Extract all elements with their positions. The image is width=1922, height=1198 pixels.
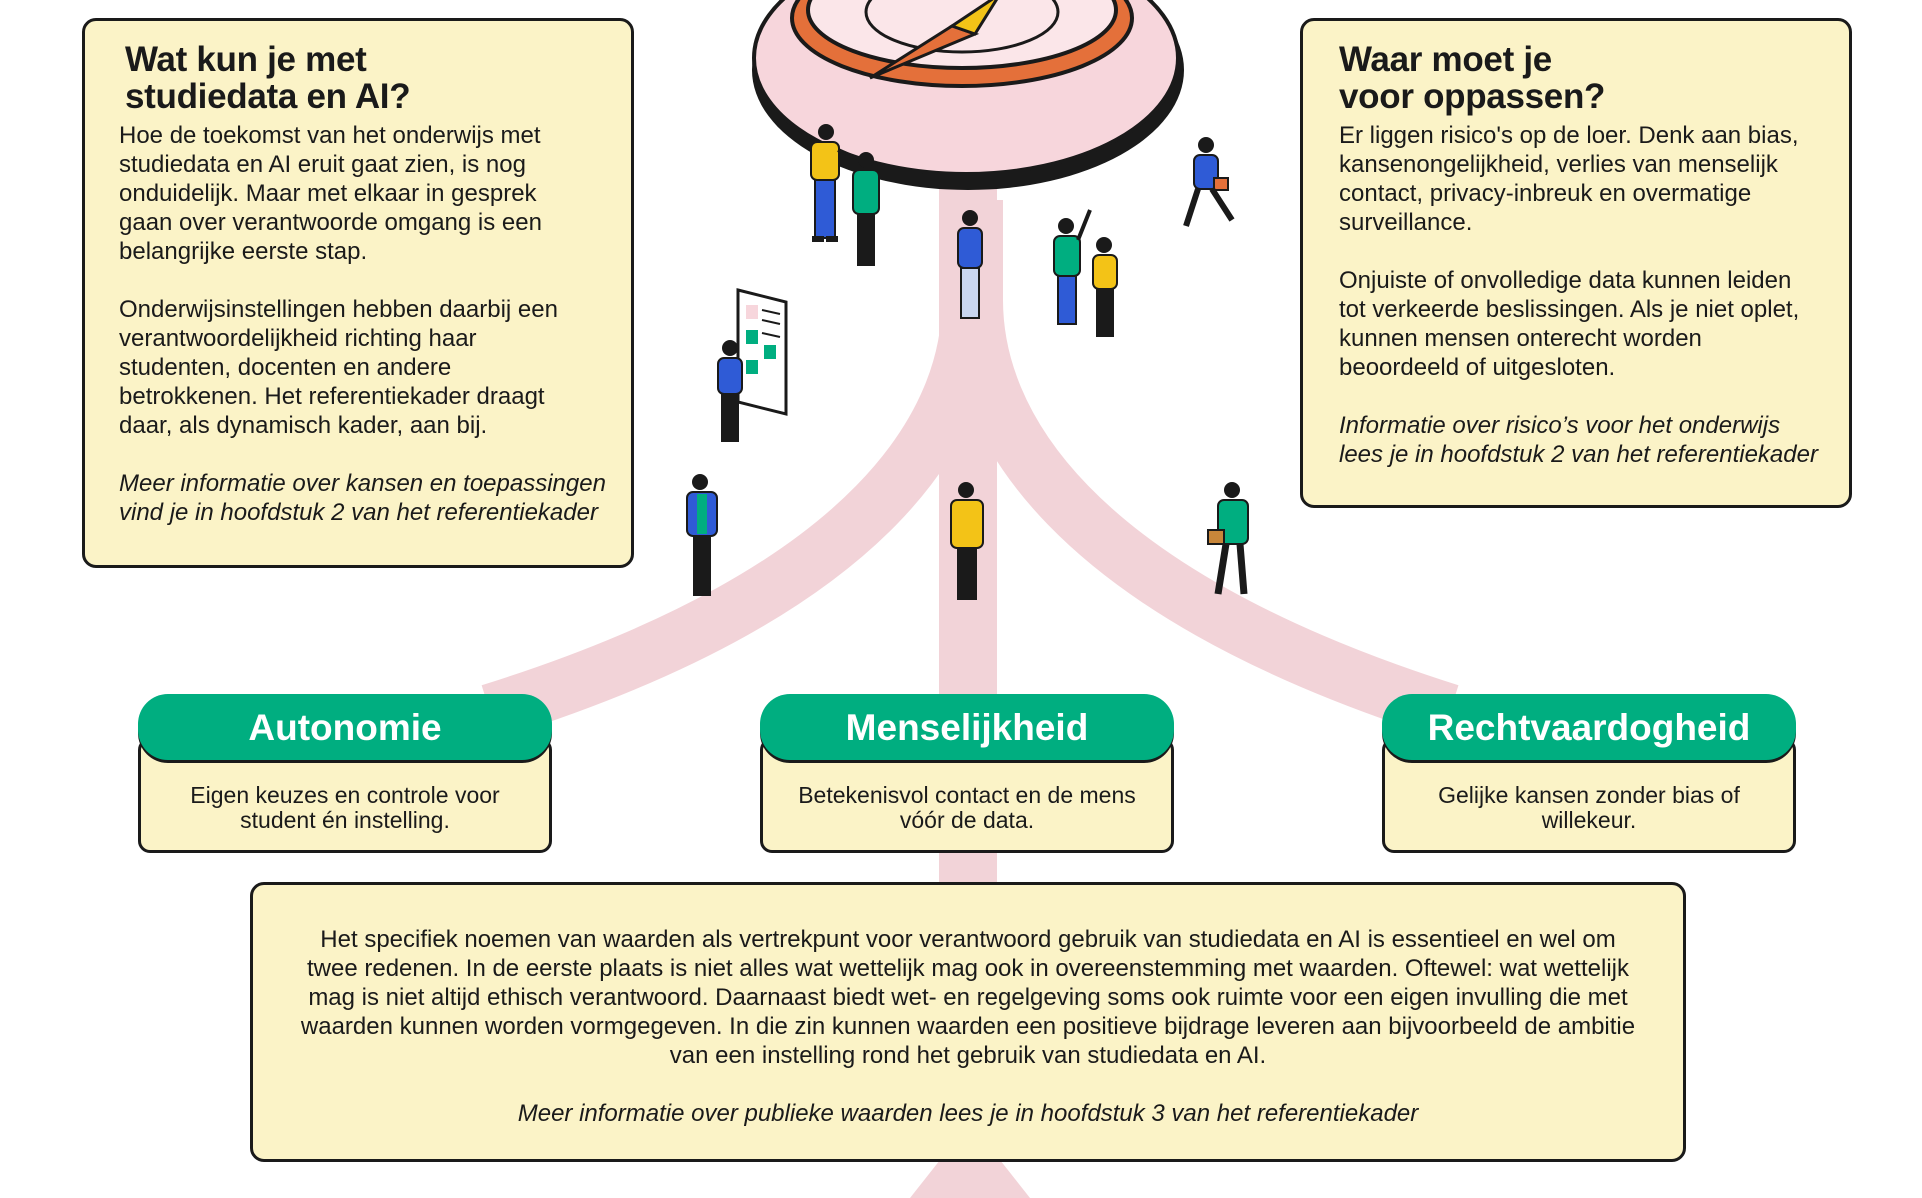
risks-card: Waar moet je voor oppassen? Er liggen ri… — [1300, 18, 1852, 508]
text-line: verantwoordelijkheid richting haar — [119, 325, 477, 352]
card-note: Informatie over risico’s voor het onderw… — [1339, 411, 1849, 469]
card-paragraph: Het specifiek noemen van waarden als ver… — [273, 925, 1663, 1070]
person-icon — [1207, 482, 1249, 595]
text-line: belangrijke eerste stap. — [119, 238, 368, 265]
values-explanation-card: Het specifiek noemen van waarden als ver… — [250, 882, 1686, 1162]
text-line: daar, als dynamisch kader, aan bij. — [119, 412, 488, 439]
text-line: studenten, docenten en andere — [119, 354, 452, 381]
card-note: Meer informatie over kansen en toepassin… — [119, 469, 631, 527]
text-line: Meer informatie over kansen en toepassin… — [119, 470, 606, 497]
text-line: van een instelling rond het gebruik van … — [669, 1042, 1267, 1069]
text-line: studiedata en AI eruit gaat zien, is nog — [119, 151, 526, 178]
person-icon — [1053, 209, 1092, 325]
text-line: Onderwijsinstellingen hebben daarbij een — [119, 296, 558, 323]
text-line: willekeur. — [1541, 807, 1637, 833]
person-icon — [1183, 137, 1235, 227]
value-title: Rechtvaardogheid — [1382, 694, 1796, 760]
text-line: lees je in hoofdstuk 2 van het referenti… — [1339, 441, 1818, 468]
text-line: contact, privacy-inbreuk en overmatige — [1339, 180, 1752, 207]
card-paragraph: Hoe de toekomst van het onderwijs met st… — [119, 121, 631, 266]
title-line: voor oppassen? — [1339, 77, 1606, 116]
text-line: Hoe de toekomst van het onderwijs met — [119, 122, 541, 149]
title-line: Waar moet je — [1339, 40, 1552, 79]
text-line: tot verkeerde beslissingen. Als je niet … — [1339, 296, 1800, 323]
value-title: Autonomie — [138, 694, 552, 760]
card-paragraph: Onjuiste of onvolledige data kunnen leid… — [1339, 266, 1849, 382]
text-line: kunnen mensen onterecht worden — [1339, 325, 1702, 352]
card-title: Wat kun je met studiedata en AI? — [125, 41, 631, 115]
compass — [752, 0, 1184, 190]
person-icon — [852, 152, 880, 266]
person-icon — [717, 340, 743, 442]
text-line: betrokkenen. Het referentiekader draagt — [119, 383, 545, 410]
value-card-menselijkheid: Betekenisvol contact en de mens vóór de … — [760, 694, 1174, 853]
card-note: Meer informatie over publieke waarden le… — [517, 1100, 1419, 1127]
opportunities-card: Wat kun je met studiedata en AI? Hoe de … — [82, 18, 634, 568]
path-bottom-foot — [910, 1160, 1030, 1198]
card-paragraph: Er liggen risico's op de loer. Denk aan … — [1339, 121, 1849, 237]
text-line: gaan over verantwoorde omgang is een — [119, 209, 542, 236]
text-line: waarden kunnen worden vormgegeven. In di… — [300, 1013, 1636, 1040]
text-line: vind je in hoofdstuk 2 van het referenti… — [119, 499, 598, 526]
person-icon — [957, 210, 983, 319]
text-line: Onjuiste of onvolledige data kunnen leid… — [1339, 267, 1792, 294]
title-line: Wat kun je met — [125, 40, 367, 79]
value-card-autonomie: Eigen keuzes en controle voor student én… — [138, 694, 552, 853]
text-line: Er liggen risico's op de loer. Denk aan … — [1339, 122, 1799, 149]
text-line: Informatie over risico’s voor het onderw… — [1339, 412, 1781, 439]
person-icon — [810, 124, 857, 242]
value-card-rechtvaardogheid: Gelijke kansen zonder bias of willekeur.… — [1382, 694, 1796, 853]
card-paragraph: Onderwijsinstellingen hebben daarbij een… — [119, 295, 631, 440]
text-line: surveillance. — [1339, 209, 1473, 236]
text-line: kansenongelijkheid, verlies van menselij… — [1339, 151, 1778, 178]
card-title: Waar moet je voor oppassen? — [1339, 41, 1849, 115]
text-line: student én instelling. — [240, 807, 450, 833]
text-line: Gelijke kansen zonder bias of — [1438, 782, 1740, 808]
text-line: beoordeeld of uitgesloten. — [1339, 354, 1616, 381]
text-line: twee redenen. In de eerste plaats is nie… — [307, 955, 1629, 982]
text-line: onduidelijk. Maar met elkaar in gesprek — [119, 180, 537, 207]
text-line: mag is niet altijd ethisch verantwoord. … — [308, 984, 1628, 1011]
text-line: Eigen keuzes en controle voor — [190, 782, 500, 808]
person-icon — [950, 482, 984, 600]
title-line: studiedata en AI? — [125, 77, 411, 116]
person-icon — [686, 474, 718, 596]
info-board-icon — [736, 288, 788, 416]
text-line: vóór de data. — [899, 807, 1035, 833]
value-title: Menselijkheid — [760, 694, 1174, 760]
text-line: Betekenisvol contact en de mens — [798, 782, 1136, 808]
text-line: Het specifiek noemen van waarden als ver… — [320, 926, 1616, 953]
person-icon — [1092, 237, 1118, 337]
